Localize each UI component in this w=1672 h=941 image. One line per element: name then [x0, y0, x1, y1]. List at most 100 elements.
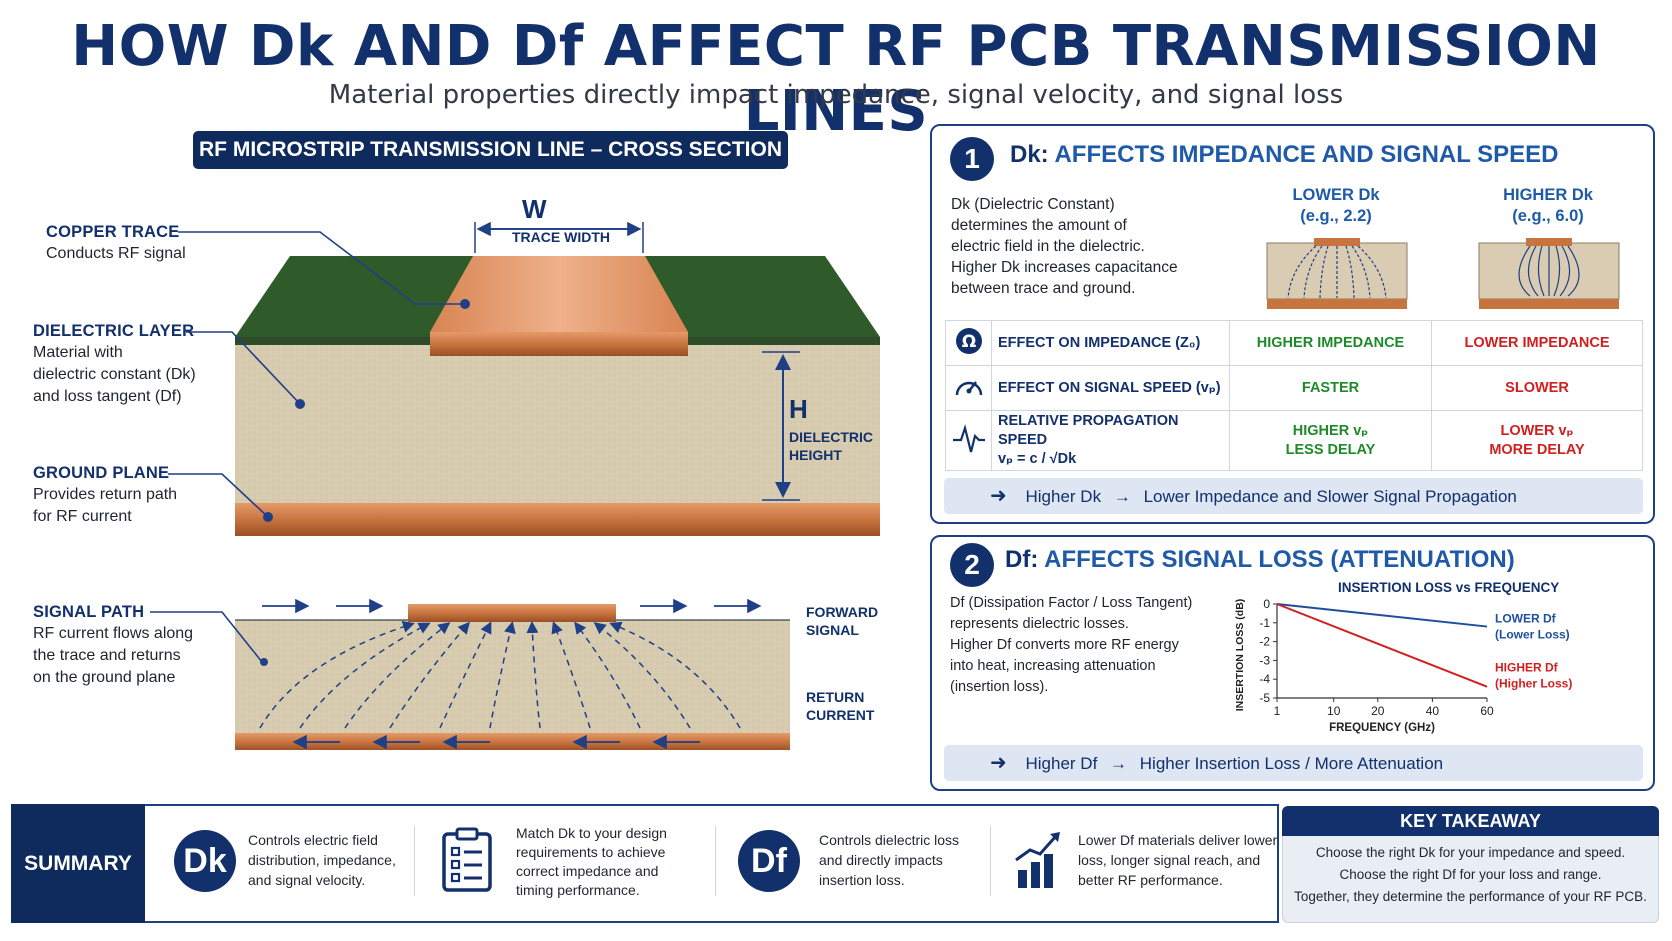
x-axis-label: FREQUENCY (GHz)	[1329, 722, 1435, 734]
field-lines	[259, 621, 741, 729]
summary-match-text: Match Dk to your design requirements to …	[516, 824, 667, 900]
signal-line-3: on the ground plane	[33, 669, 176, 686]
y-tick-label: -2	[1259, 635, 1270, 649]
lower-dk-example: (e.g., 2.2)	[1300, 207, 1372, 225]
dielectric-height-label: DIELECTRIC HEIGHT	[789, 428, 873, 464]
lower-dk-field-illustration	[1266, 238, 1408, 309]
svg-text:Ω: Ω	[961, 332, 975, 352]
cross-section-illustration	[150, 221, 880, 750]
dk-conclusion-arrow: →	[1113, 487, 1131, 506]
checklist-icon	[442, 827, 492, 892]
return-current-label: RETURN CURRENT	[806, 688, 874, 724]
df-desc-1: Df (Dissipation Factor / Loss Tangent)	[950, 595, 1193, 611]
df-symbol: Df	[738, 830, 800, 892]
summary-label: SUMMARY	[11, 804, 145, 923]
impedance-lower-dk: HIGHER IMPEDANCE	[1229, 320, 1432, 366]
dielectric-leader	[186, 331, 301, 405]
dielectric-height-line-1: DIELECTRIC	[789, 429, 873, 445]
forward-line-1: FORWARD	[806, 604, 879, 620]
copper-trace-top	[430, 256, 688, 332]
copper-trace-leader	[178, 231, 465, 305]
series-line-higher-df	[1276, 603, 1488, 688]
dk-number-badge: 1	[950, 137, 994, 181]
key-takeaway-title: KEY TAKEAWAY	[1282, 806, 1659, 836]
summary-df-text: Controls dielectric loss and directly im…	[819, 830, 959, 890]
ground-plane	[235, 503, 880, 536]
series-label: HIGHER Df	[1495, 661, 1559, 675]
summary-dk-text: Controls electric field distribution, im…	[248, 830, 396, 890]
bar-growth-icon	[1015, 832, 1060, 888]
series-label: (Lower Loss)	[1495, 628, 1570, 642]
sum-match-3: correct impedance and	[516, 863, 659, 879]
dk-conclusion-bar: ➜ Higher Dk → Lower Impedance and Slower…	[944, 478, 1643, 514]
lower-dk-header: LOWER Dk (e.g., 2.2)	[1265, 185, 1407, 227]
dk-desc-1: Dk (Dielectric Constant)	[951, 196, 1115, 213]
summary-divider	[414, 826, 415, 896]
dk-conclusion-b: Lower Impedance and Slower Signal Propag…	[1143, 487, 1517, 506]
signal-line-2: the trace and returns	[33, 647, 181, 664]
dielectric-layer-label: DIELECTRIC LAYER Material with dielectri…	[33, 320, 196, 408]
propagation-lower-dk: HIGHER vₚ LESS DELAY	[1229, 410, 1432, 471]
table-row: EFFECT ON SIGNAL SPEED (vₚ) FASTER SLOWE…	[945, 365, 1643, 411]
speed-label: EFFECT ON SIGNAL SPEED (vₚ)	[991, 365, 1230, 411]
copper-trace	[430, 332, 688, 356]
sum-lowdf-2: loss, longer signal reach, and	[1078, 852, 1261, 868]
propagation-higher-1: LOWER vₚ	[1500, 422, 1574, 439]
h-label: H	[789, 394, 808, 424]
df-desc-3: Higher Df converts more RF energy	[950, 637, 1179, 653]
dk-panel-title: Dk: AFFECTS IMPEDANCE AND SIGNAL SPEED	[1010, 141, 1559, 169]
summary-lowdf-text: Lower Df materials deliver lower loss, l…	[1078, 830, 1277, 890]
df-number-badge: 2	[950, 543, 994, 587]
key-takeaway-line-3: Together, they determine the performance…	[1294, 889, 1647, 904]
higher-dk-example: (e.g., 6.0)	[1512, 207, 1584, 225]
impedance-label: EFFECT ON IMPEDANCE (Z₀)	[991, 320, 1230, 366]
dk-desc-5: between trace and ground.	[951, 280, 1136, 297]
copper-trace-label: COPPER TRACE Conducts RF signal	[46, 221, 186, 265]
dk-description: Dk (Dielectric Constant) determines the …	[951, 194, 1178, 299]
table-row: RELATIVE PROPAGATION SPEED vₚ = c / √Dk …	[945, 410, 1643, 471]
sum-dk-2: distribution, impedance,	[248, 852, 396, 868]
dk-conclusion-a: Higher Dk	[1025, 487, 1102, 506]
sum-df-3: insertion loss.	[819, 872, 905, 888]
ground-line-1: Provides return path	[33, 486, 178, 503]
signal-path-leader	[150, 611, 263, 663]
dielectric-line-3: and loss tangent (Df)	[33, 388, 182, 405]
cross-section-banner: RF MICROSTRIP TRANSMISSION LINE – CROSS …	[193, 131, 788, 169]
df-conclusion-a: Higher Df	[1025, 754, 1098, 773]
propagation-lower-2: LESS DELAY	[1285, 441, 1376, 458]
df-conclusion-b: Higher Insertion Loss / More Attenuation	[1139, 754, 1444, 773]
propagation-label-1: RELATIVE PROPAGATION SPEED	[998, 413, 1179, 448]
propagation-higher-dk: LOWER vₚ MORE DELAY	[1431, 410, 1643, 471]
y-tick-label: 0	[1263, 597, 1270, 611]
dk-desc-4: Higher Dk increases capacitance	[951, 259, 1178, 276]
x-tick-label: 40	[1426, 704, 1440, 718]
return-line-1: RETURN	[806, 689, 865, 705]
speed-lower-dk: FASTER	[1229, 365, 1432, 411]
copper-trace-text: Conducts RF signal	[46, 245, 186, 262]
forward-signal-label: FORWARD SIGNAL	[806, 603, 878, 639]
df-title-text: AFFECTS SIGNAL LOSS (ATTENUATION)	[1044, 546, 1515, 573]
sum-match-4: timing performance.	[516, 882, 640, 898]
dielectric-layer	[235, 345, 880, 503]
df-description: Df (Dissipation Factor / Loss Tangent) r…	[950, 593, 1192, 698]
series-label: LOWER Df	[1495, 612, 1557, 626]
ground-plane-leader	[168, 473, 269, 518]
ground-plane-title: GROUND PLANE	[33, 464, 170, 482]
propagation-higher-2: MORE DELAY	[1489, 441, 1585, 458]
propagation-lower-1: HIGHER vₚ	[1292, 422, 1369, 439]
propagation-formula: vₚ = c / √Dk	[998, 451, 1077, 467]
dk-effects-table: Ω EFFECT ON IMPEDANCE (Z₀) HIGHER IMPEDA…	[945, 320, 1643, 471]
sum-lowdf-1: Lower Df materials deliver lower	[1078, 832, 1278, 848]
dielectric-line-2: dielectric constant (Dk)	[33, 366, 196, 383]
dielectric-height-line-2: HEIGHT	[789, 447, 842, 463]
dielectric-line-1: Material with	[33, 344, 123, 361]
ground-line-2: for RF current	[33, 508, 132, 525]
dk-title-text: AFFECTS IMPEDANCE AND SIGNAL SPEED	[1054, 141, 1559, 168]
copper-trace-title: COPPER TRACE	[46, 223, 180, 241]
df-conclusion-arrow: →	[1110, 754, 1128, 773]
speed-higher-dk: SLOWER	[1431, 365, 1643, 411]
signal-path-title: SIGNAL PATH	[33, 603, 145, 621]
dk-symbol: Dk	[174, 830, 236, 892]
gauge-icon	[945, 365, 992, 411]
signal-path-label: SIGNAL PATH RF current flows along the t…	[33, 601, 193, 689]
